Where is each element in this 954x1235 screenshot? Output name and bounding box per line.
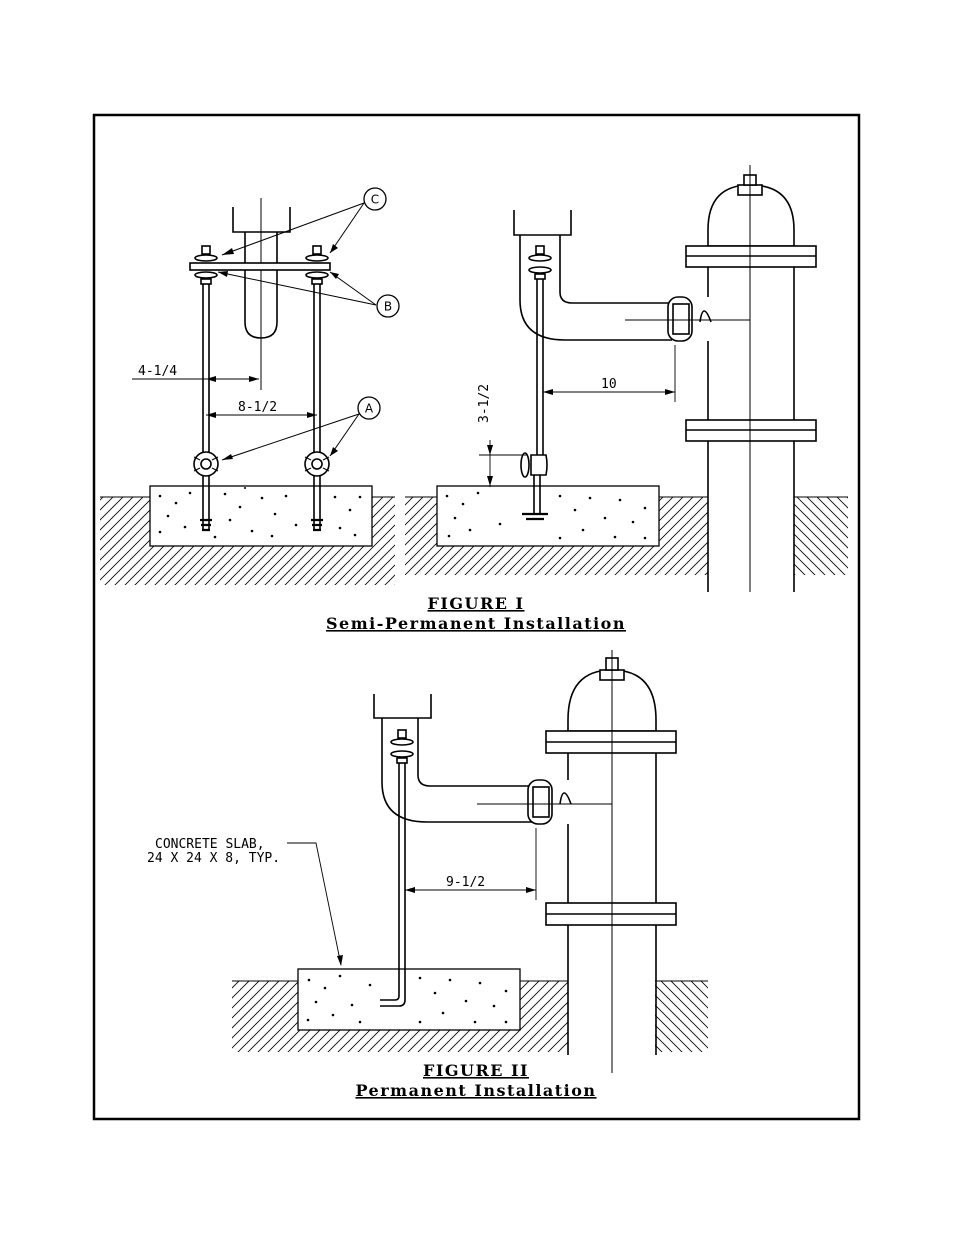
figure2-subtitle: Permanent Installation bbox=[355, 1081, 596, 1100]
concrete-slab-fig2 bbox=[298, 969, 520, 1030]
dim-label-valve-height: 3-1/2 bbox=[477, 384, 492, 423]
figure2-caption: FIGURE II Permanent Installation bbox=[355, 1061, 596, 1100]
hydrant-outlet-coupling-2 bbox=[528, 780, 571, 824]
figure2-assembly: 9-1/2 CONCRETE SLAB, 24 X 24 X 8, TYP. bbox=[147, 650, 708, 1073]
handwheel-right bbox=[305, 452, 329, 476]
slab-note-line2: 24 X 24 X 8, TYP. bbox=[147, 851, 280, 866]
callout-c-label: C bbox=[371, 193, 379, 207]
ground-hatch-fig2-b bbox=[655, 981, 708, 1052]
figure1-subtitle: Semi-Permanent Installation bbox=[326, 614, 626, 633]
figure1-right-assembly: 10 3-1/2 bbox=[405, 165, 848, 592]
dim-label-fig2: 9-1/2 bbox=[446, 875, 485, 890]
clamp-bar bbox=[190, 263, 330, 270]
ground-hatch-right-b bbox=[794, 497, 848, 575]
figure1-title: FIGURE I bbox=[427, 594, 524, 613]
concrete-slab-right bbox=[437, 486, 659, 546]
callout-a-label: A bbox=[365, 402, 374, 416]
figure1-left-assembly: C B A 4-1/4 bbox=[100, 188, 399, 585]
dimension-rod-spacing: 8-1/2 bbox=[206, 400, 317, 418]
handwheel-left bbox=[194, 452, 218, 476]
dimension-hydrant-clearance: 10 bbox=[543, 345, 675, 402]
slab-note: CONCRETE SLAB, 24 X 24 X 8, TYP. bbox=[147, 837, 343, 966]
dim-label-rod-spacing: 8-1/2 bbox=[238, 400, 277, 415]
figure2-title: FIGURE II bbox=[423, 1061, 529, 1080]
dim-label-hydrant-clearance: 10 bbox=[601, 377, 617, 392]
rod-hardware-fig1 bbox=[529, 246, 551, 279]
figure1-caption: FIGURE I Semi-Permanent Installation bbox=[326, 594, 626, 633]
callout-b-label: B bbox=[384, 300, 392, 314]
dimension-valve-height: 3-1/2 bbox=[477, 384, 527, 487]
slab-note-line1: CONCRETE SLAB, bbox=[155, 837, 265, 852]
hydrant-outlet-coupling-1 bbox=[668, 297, 711, 341]
dimension-offset-pipe: 4-1/4 bbox=[132, 364, 259, 382]
callout-c: C bbox=[222, 188, 386, 255]
dim-label-offset-pipe: 4-1/4 bbox=[138, 364, 177, 379]
rod-hardware-fig2 bbox=[391, 730, 413, 763]
concrete-slab-left bbox=[150, 486, 372, 546]
support-rod-fig1 bbox=[537, 279, 543, 460]
dimension-fig2: 9-1/2 bbox=[405, 828, 536, 900]
